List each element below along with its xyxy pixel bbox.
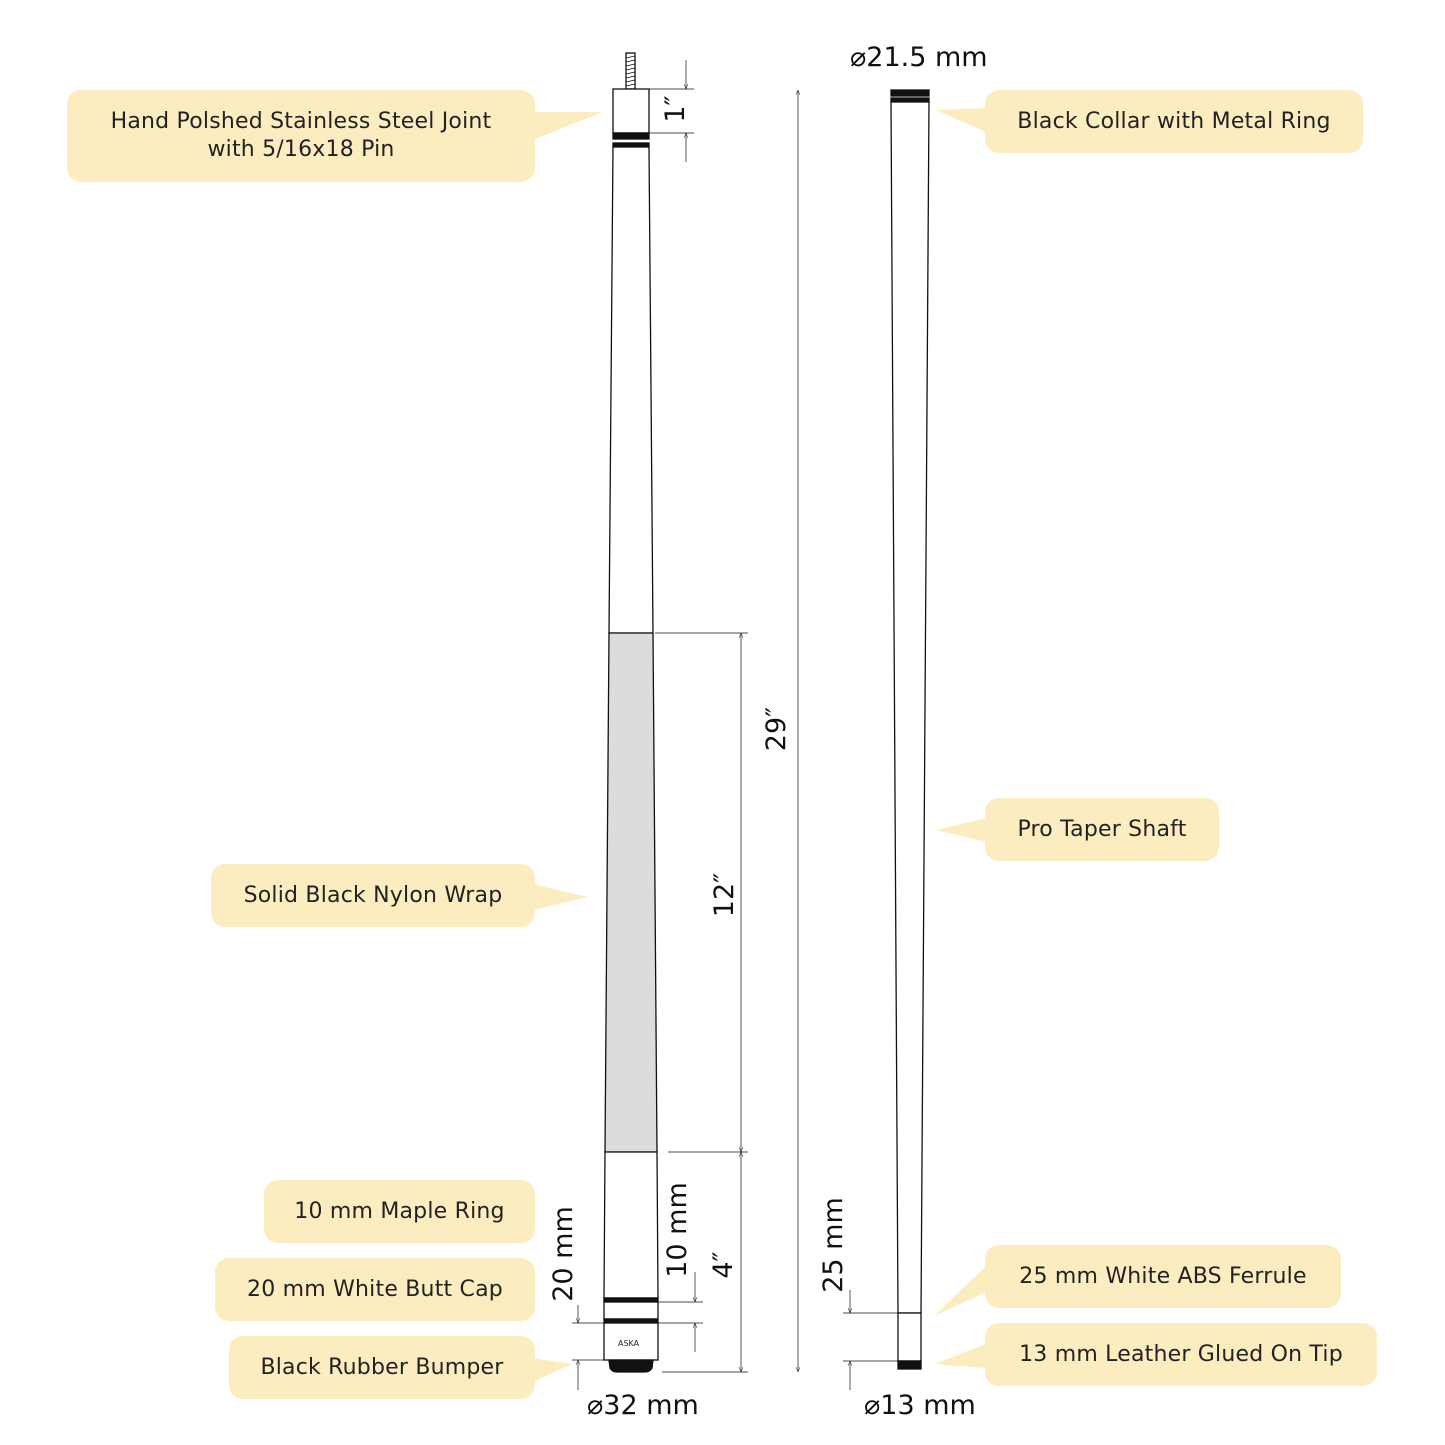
- white-butt-cap: [603, 1322, 659, 1361]
- wrap-callout: Solid Black Nylon Wrap: [211, 864, 535, 927]
- ferrule-callout-pointer: [934, 1266, 986, 1316]
- cue-butt: [603, 52, 659, 1373]
- diameter-symbol-icon: ⌀: [864, 1390, 881, 1421]
- ferrule-callout: 25 mm White ABS Ferrule: [985, 1245, 1341, 1308]
- aska-logo: ASKA: [618, 1339, 640, 1348]
- joint-length-label: 1″: [660, 95, 691, 123]
- forearm: [608, 146, 654, 634]
- butt-diameter-label: ⌀32 mm: [587, 1390, 699, 1421]
- joint-pin: [625, 52, 636, 90]
- total-length-label: 29″: [761, 706, 792, 752]
- bumper-callout-text: Black Rubber Bumper: [260, 1354, 504, 1380]
- joint-callout-line2: with 5/16x18 Pin: [207, 137, 395, 162]
- nylon-wrap: [604, 632, 658, 1153]
- cue-shaft: [890, 89, 930, 1370]
- maple-ring: [603, 1301, 659, 1320]
- joint-callout-line1: Hand Polshed Stainless Steel Joint: [110, 109, 492, 134]
- sleeve-length-label: 4″: [708, 1251, 739, 1279]
- butt-cap-callout: 20 mm White Butt Cap: [215, 1258, 535, 1321]
- wrap-length-label: 12″: [709, 872, 740, 918]
- maple-ring-callout-text: 10 mm Maple Ring: [294, 1198, 505, 1224]
- bumper-callout-pointer: [533, 1358, 572, 1382]
- joint-callout: Hand Polshed Stainless Steel Joint with …: [67, 90, 535, 182]
- diameter-symbol-icon: ⌀: [850, 42, 867, 73]
- rubber-bumper: [608, 1359, 654, 1373]
- leather-tip: [897, 1360, 922, 1370]
- collar-callout-text: Black Collar with Metal Ring: [1017, 108, 1331, 134]
- collar-ring-top: [890, 89, 930, 97]
- tip-diameter-value: 13 mm: [880, 1390, 976, 1421]
- shaft-callout: Pro Taper Shaft: [985, 798, 1219, 861]
- wrap-callout-pointer: [533, 884, 588, 910]
- collar-diameter-value: 21.5 mm: [866, 42, 988, 73]
- butt-sleeve: [603, 1151, 659, 1299]
- maple-ring-length-label: 10 mm: [662, 1182, 693, 1278]
- wrap-callout-text: Solid Black Nylon Wrap: [243, 882, 503, 908]
- shaft-callout-pointer: [936, 818, 986, 842]
- collar-callout-pointer: [936, 108, 986, 132]
- joint-callout-pointer: [533, 112, 603, 140]
- tip-callout-text: 13 mm Leather Glued On Tip: [1019, 1341, 1343, 1367]
- joint-black-ring: [612, 132, 650, 140]
- butt-diameter-value: 32 mm: [603, 1390, 699, 1421]
- diameter-symbol-icon: ⌀: [587, 1390, 604, 1421]
- butt-cap-length-label: 20 mm: [548, 1206, 579, 1302]
- ferrule-callout-text: 25 mm White ABS Ferrule: [1019, 1263, 1307, 1289]
- tip-callout-pointer: [934, 1344, 986, 1368]
- bumper-callout: Black Rubber Bumper: [229, 1336, 535, 1399]
- butt-cap-callout-text: 20 mm White Butt Cap: [247, 1276, 503, 1302]
- abs-ferrule: [897, 1312, 922, 1362]
- pro-taper-shaft: [890, 101, 930, 1314]
- tip-callout: 13 mm Leather Glued On Tip: [985, 1323, 1377, 1386]
- stainless-steel-joint: [612, 88, 650, 134]
- ferrule-length-label: 25 mm: [818, 1197, 849, 1293]
- tip-diameter-label: ⌀13 mm: [864, 1390, 976, 1421]
- collar-diameter-label: ⌀21.5 mm: [850, 42, 988, 73]
- collar-callout: Black Collar with Metal Ring: [985, 90, 1363, 153]
- shaft-callout-text: Pro Taper Shaft: [1017, 816, 1187, 842]
- maple-ring-callout: 10 mm Maple Ring: [264, 1180, 535, 1243]
